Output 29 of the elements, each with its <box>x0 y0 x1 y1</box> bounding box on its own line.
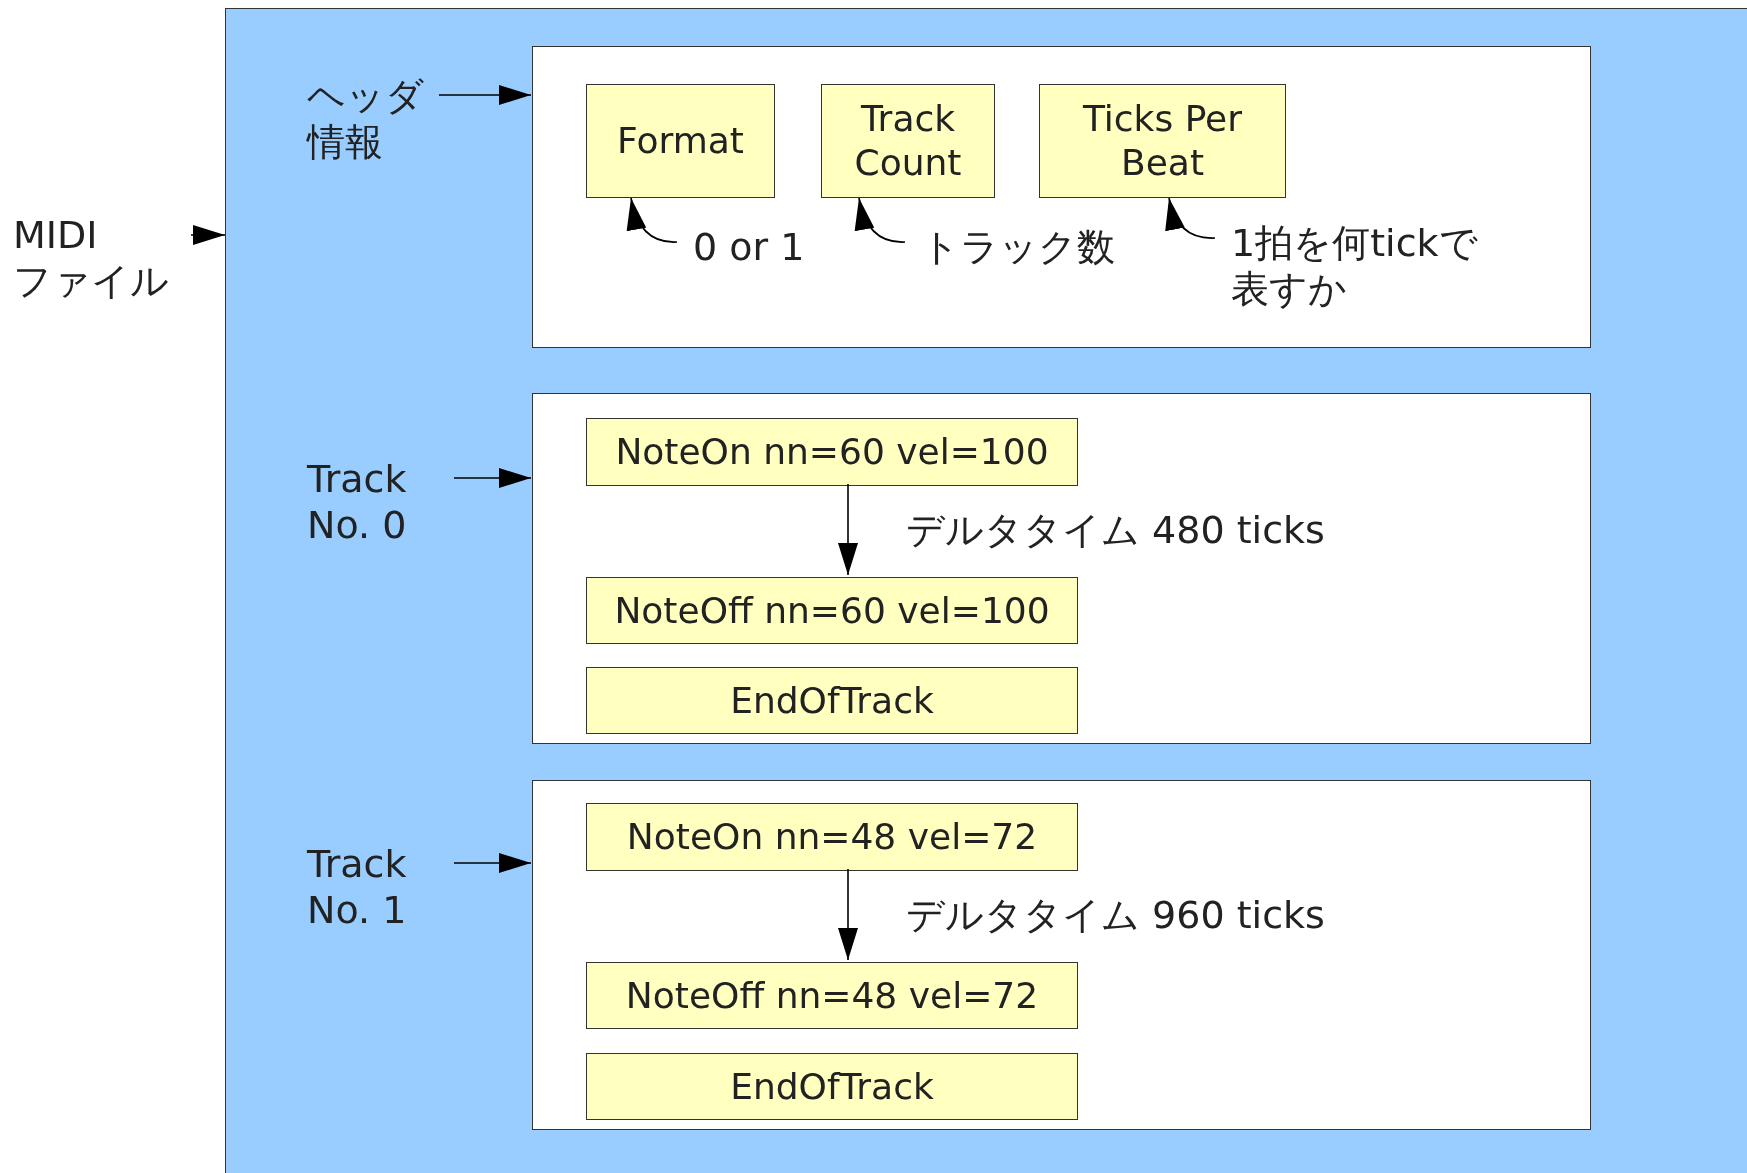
arrow <box>627 197 678 243</box>
arrow <box>838 868 858 961</box>
event-box: EndOfTrack <box>586 667 1078 734</box>
annotation: 0 or 1 <box>693 224 833 272</box>
file-panel <box>225 8 1747 1173</box>
event-box: NoteOn nn=48 vel=72 <box>586 803 1078 871</box>
field-box: Ticks Per Beat <box>1039 84 1286 198</box>
arrow <box>855 197 906 243</box>
arrow <box>438 85 532 105</box>
header-label: ヘッダ情報 <box>307 73 432 169</box>
event-box: NoteOn nn=60 vel=100 <box>586 418 1078 486</box>
arrow <box>1166 197 1216 239</box>
header-section <box>532 46 1591 348</box>
file-label: MIDI ファイル <box>13 212 183 308</box>
arrow <box>453 853 532 873</box>
event-box: EndOfTrack <box>586 1053 1078 1120</box>
annotation: 1拍を何tickで表すか <box>1231 220 1511 316</box>
field-box: Track Count <box>821 84 995 198</box>
track-label: Track No. 0 <box>307 456 447 552</box>
track-label: Track No. 1 <box>307 841 447 937</box>
arrow <box>190 225 226 245</box>
event-box: NoteOff nn=48 vel=72 <box>586 962 1078 1029</box>
arrow <box>838 483 858 576</box>
arrow <box>453 468 532 488</box>
field-box: Format <box>586 84 775 198</box>
track-section <box>532 393 1591 744</box>
event-box: NoteOff nn=60 vel=100 <box>586 577 1078 644</box>
track-section <box>532 780 1591 1130</box>
annotation: トラック数 <box>921 224 1141 272</box>
